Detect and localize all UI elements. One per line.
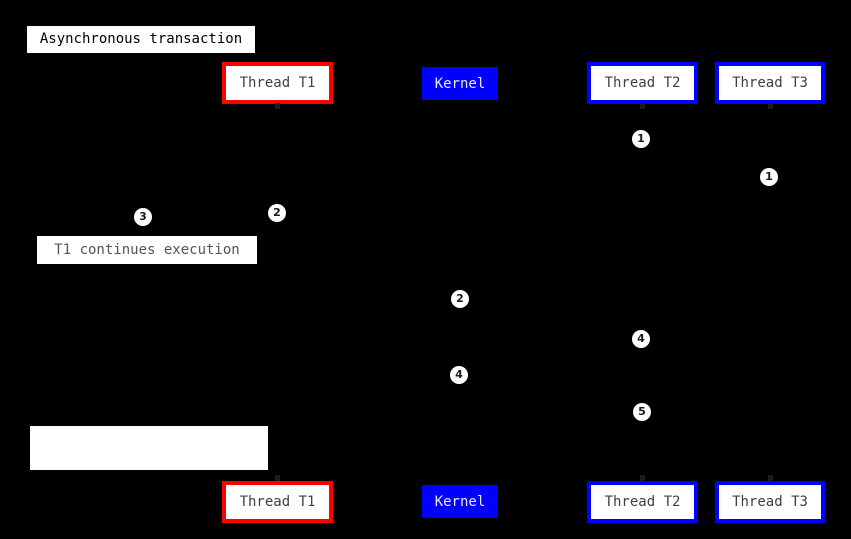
lifeline-header-thread-t1-top[interactable]: Thread T1 xyxy=(222,62,333,104)
step-circle[interactable]: 5 xyxy=(633,403,651,421)
lifeline-stub-thread-t2-bottom xyxy=(640,475,645,481)
step-circle[interactable]: 1 xyxy=(760,168,778,186)
lifeline-stub-thread-t1-bottom xyxy=(275,475,280,481)
lifeline-label: Kernel xyxy=(434,75,486,92)
lifeline-header-thread-t2-bottom[interactable]: Thread T2 xyxy=(587,481,698,523)
note-t1-continues-execution: T1 continues execution xyxy=(37,236,257,264)
lifeline-label: Thread T2 xyxy=(604,75,681,91)
note-blank-box xyxy=(30,426,268,470)
lifeline-label: Thread T1 xyxy=(239,75,316,91)
step-circle[interactable]: 4 xyxy=(632,330,650,348)
lifeline-label: Thread T3 xyxy=(732,494,808,510)
lifeline-label: Thread T2 xyxy=(604,494,681,510)
step-circle[interactable]: 2 xyxy=(268,204,286,222)
step-circle[interactable]: 3 xyxy=(134,208,152,226)
step-circle[interactable]: 4 xyxy=(450,366,468,384)
lifeline-header-thread-t3-bottom[interactable]: Thread T3 xyxy=(715,481,825,523)
lifeline-stub-thread-t3-bottom xyxy=(768,475,773,481)
lifeline-stub-thread-t3-top xyxy=(768,103,773,109)
lifeline-header-thread-t3-top[interactable]: Thread T3 xyxy=(715,62,825,104)
step-circle[interactable]: 2 xyxy=(451,290,469,308)
lifeline-label: Thread T1 xyxy=(239,494,316,510)
step-circle[interactable]: 1 xyxy=(632,130,650,148)
lifeline-stub-thread-t2-top xyxy=(640,103,645,109)
lifeline-label: Thread T3 xyxy=(732,75,808,91)
lifeline-label: Kernel xyxy=(434,493,486,510)
lifeline-header-kernel-top[interactable]: Kernel xyxy=(422,67,498,100)
lifeline-header-thread-t1-bottom[interactable]: Thread T1 xyxy=(222,481,333,523)
lifeline-header-kernel-bottom[interactable]: Kernel xyxy=(422,485,498,518)
note-text: T1 continues execution xyxy=(54,242,240,258)
lifeline-header-thread-t2-top[interactable]: Thread T2 xyxy=(587,62,698,104)
diagram-title: Asynchronous transaction xyxy=(27,26,255,53)
lifeline-stub-thread-t1-top xyxy=(275,103,280,109)
